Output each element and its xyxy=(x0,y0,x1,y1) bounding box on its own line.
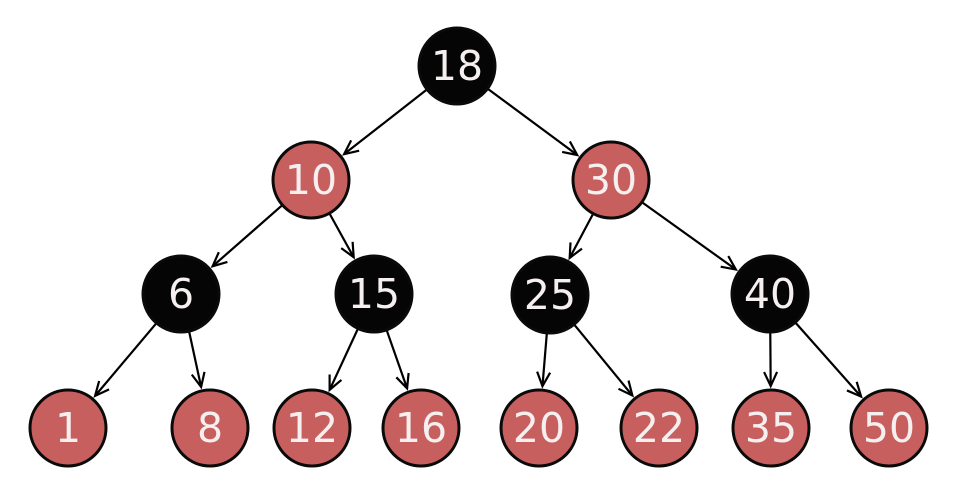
tree-node-8: 8 xyxy=(170,388,250,468)
tree-node-15: 15 xyxy=(334,254,414,334)
node-circle-16 xyxy=(381,388,461,468)
edge-18-30 xyxy=(487,88,580,157)
edges-layer xyxy=(93,88,863,399)
tree-node-12: 12 xyxy=(272,388,352,468)
edge-6-1 xyxy=(93,323,157,398)
edge-40-50 xyxy=(795,322,863,399)
tree-node-22: 22 xyxy=(619,388,699,468)
node-circle-12 xyxy=(272,388,352,468)
node-circle-40 xyxy=(730,254,810,334)
node-circle-20 xyxy=(499,388,579,468)
tree-node-20: 20 xyxy=(499,388,579,468)
node-circle-22 xyxy=(619,388,699,468)
tree-node-16: 16 xyxy=(381,388,461,468)
edge-25-22 xyxy=(573,324,635,398)
tree-node-10: 10 xyxy=(271,140,351,220)
node-circle-8 xyxy=(170,388,250,468)
node-circle-1 xyxy=(28,388,108,468)
edge-18-10 xyxy=(342,89,427,156)
tree-node-40: 40 xyxy=(730,254,810,334)
tree-node-18: 18 xyxy=(417,26,497,106)
node-circle-18 xyxy=(417,26,497,106)
node-circle-35 xyxy=(731,388,811,468)
edge-30-25 xyxy=(568,213,594,261)
edge-10-15 xyxy=(328,213,355,260)
node-circle-30 xyxy=(571,140,651,220)
tree-node-25: 25 xyxy=(510,255,590,335)
edge-25-20 xyxy=(536,333,552,389)
tree-node-50: 50 xyxy=(849,388,929,468)
edge-6-8 xyxy=(188,331,206,390)
node-circle-50 xyxy=(849,388,929,468)
node-circle-15 xyxy=(334,254,414,334)
tree-node-30: 30 xyxy=(571,140,651,220)
edge-10-6 xyxy=(210,204,283,269)
tree-node-35: 35 xyxy=(731,388,811,468)
node-circle-10 xyxy=(271,140,351,220)
edge-15-12 xyxy=(328,328,359,393)
tree-node-6: 6 xyxy=(141,254,221,334)
edge-30-40 xyxy=(642,201,738,272)
edge-15-16 xyxy=(385,330,410,391)
node-circle-6 xyxy=(141,254,221,334)
tree-node-1: 1 xyxy=(28,388,108,468)
node-circle-25 xyxy=(510,255,590,335)
